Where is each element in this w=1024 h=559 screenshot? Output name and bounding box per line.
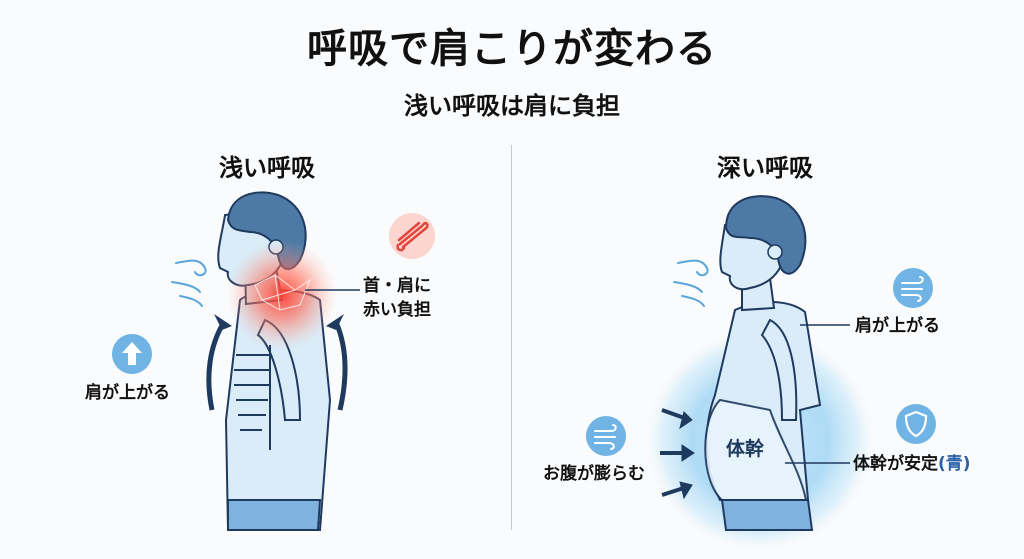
- core-stable-label: 体幹が安定(青): [853, 452, 971, 476]
- page-subtitle: 浅い呼吸は肩に負担: [404, 92, 620, 120]
- left-panel-title: 浅い呼吸: [219, 154, 315, 182]
- neck-strain-label-line1: 首・肩に: [363, 276, 431, 296]
- right-hair: [724, 195, 807, 275]
- left-up-arrow-back: [333, 321, 348, 411]
- up-arrow-icon: [111, 333, 153, 375]
- neck-strain-label: 首・肩に 赤い負担: [363, 274, 431, 322]
- muscle-icon: [388, 212, 436, 260]
- right-figure: [645, 195, 875, 552]
- wind-icon-belly: [585, 415, 627, 457]
- belly-arrows: [660, 408, 695, 500]
- neck-strain-label-line2: 赤い負担: [363, 300, 431, 320]
- left-up-arrow-front: [206, 320, 227, 411]
- left-pants: [227, 499, 322, 531]
- core-stable-label-color: (青): [938, 454, 971, 474]
- rib-cage: [234, 345, 271, 450]
- belly-label: お腹が膨らむ: [543, 464, 645, 484]
- neck-strain-glow: [227, 240, 337, 350]
- left-breath-icon: [171, 259, 207, 307]
- right-arm: [760, 318, 798, 421]
- right-breath-icon: [673, 259, 709, 307]
- panel-divider: [511, 145, 512, 530]
- right-shoulder-label: 肩が上がる: [855, 316, 940, 336]
- right-panel-title: 深い呼吸: [717, 154, 813, 182]
- right-pants: [720, 499, 814, 531]
- core-inner-label: 体幹: [726, 438, 765, 460]
- left-shoulder-label: 肩が上がる: [85, 383, 170, 403]
- page-title: 呼吸で肩こりが変わる: [307, 26, 717, 72]
- shield-icon: [895, 403, 937, 445]
- wind-icon: [892, 267, 934, 309]
- left-figure: [171, 191, 360, 531]
- core-stable-label-text: 体幹が安定: [853, 454, 938, 474]
